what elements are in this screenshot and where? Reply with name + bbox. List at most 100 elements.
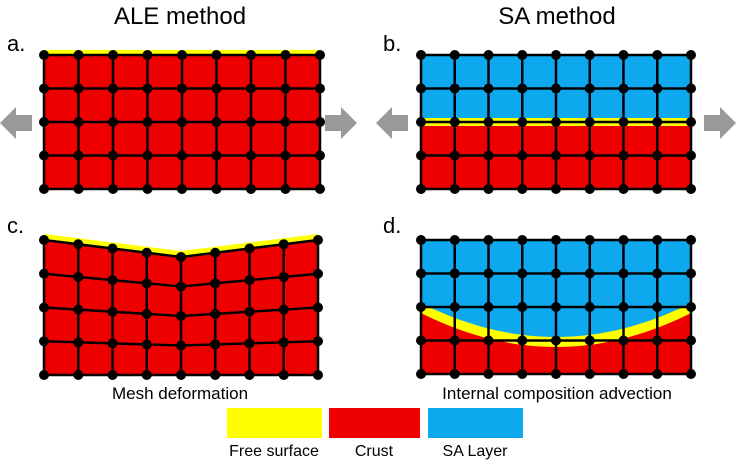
mesh-node [73,83,84,94]
mesh-node [584,83,595,94]
mesh-node [244,243,255,254]
mesh-node [686,235,696,245]
mesh-node [141,278,152,289]
mesh-node [584,184,595,194]
mesh-node [416,235,426,245]
mesh-node [73,304,84,315]
mesh-node [141,247,152,258]
mesh-node [39,83,49,94]
mesh-node [449,117,460,127]
mesh-node [517,235,528,245]
mesh-node [517,335,528,346]
mesh-node [686,302,696,312]
mesh-node [416,83,426,94]
mesh-node [278,370,289,380]
mesh-node [278,239,289,250]
mesh-node [449,83,460,94]
mesh-node [246,184,256,194]
mesh-node [551,235,561,245]
mesh-node [39,268,49,279]
mesh-node [244,275,255,286]
mesh-node [210,278,221,289]
mesh-node [141,308,152,319]
mesh-node [142,150,153,161]
mesh-node [210,308,221,319]
mesh-node [416,302,426,312]
mesh-node [584,117,595,127]
mesh-node [551,369,561,379]
mesh-node [142,184,153,194]
mesh-node [176,252,186,262]
caption-mesh-deformation: Mesh deformation [112,384,248,403]
mesh-node [210,339,221,350]
legend-label-crust: Crust [355,443,394,460]
panel-label-a: a. [7,31,25,56]
mesh-node [141,339,152,350]
mesh-node [618,117,629,127]
mesh-node [517,302,528,312]
mesh-node [315,50,325,60]
mesh-node [280,184,291,194]
mesh-node [449,369,460,379]
mesh-node [483,268,494,279]
mesh-node [73,239,84,250]
mesh-node [449,235,460,245]
mesh-node [244,306,255,317]
legend-swatch-crust [329,408,420,438]
mesh-node [517,50,528,60]
mesh-node [584,235,595,245]
mesh-node [483,184,494,194]
mesh-node [107,370,118,380]
mesh-node [618,184,629,194]
mesh-node [618,235,629,245]
mesh-node [73,150,84,161]
mesh-node [483,83,494,94]
mesh-node [584,302,595,312]
mesh-node [551,184,561,194]
mesh-node [280,117,291,127]
mesh-node [652,302,663,312]
mesh-node [551,302,561,312]
mesh-node [551,117,561,127]
mesh-node [551,150,561,161]
mesh-node [211,150,222,161]
mesh-node [246,50,256,60]
mesh-node [177,184,187,194]
mesh-node [483,335,494,346]
mesh-node [313,336,323,347]
mesh-node [313,268,323,279]
mesh-node [107,338,118,349]
mesh-node [517,117,528,127]
mesh-node [416,50,426,60]
mesh-node [517,83,528,94]
mesh-node [39,336,49,347]
mesh-node [449,50,460,60]
mesh-node [211,83,222,94]
mesh-node [618,150,629,161]
mesh-node [551,50,561,60]
mesh-node [141,370,152,380]
mesh-node [618,335,629,346]
mesh-node [210,370,221,380]
legend-swatch-sa-layer [428,408,523,438]
panel-c-ale-deformed [39,234,323,380]
mesh-node [584,335,595,346]
mesh-node [280,83,291,94]
mesh-node [73,271,84,282]
mesh-node [39,184,49,194]
mesh-node [313,235,323,245]
mesh-node [416,369,426,379]
mesh-node [108,117,118,127]
legend-label-free-surface: Free surface [229,443,319,460]
mesh-node [551,83,561,94]
panel-a-ale-undeformed [39,50,325,194]
mesh-node [686,335,696,346]
mesh-node [652,83,663,94]
mesh-node [142,117,153,127]
mesh-node [73,117,84,127]
mesh-node [584,50,595,60]
panel-b-sa-initial [416,50,696,194]
caption-composition-advection: Internal composition advection [442,384,672,403]
mesh-node [618,302,629,312]
